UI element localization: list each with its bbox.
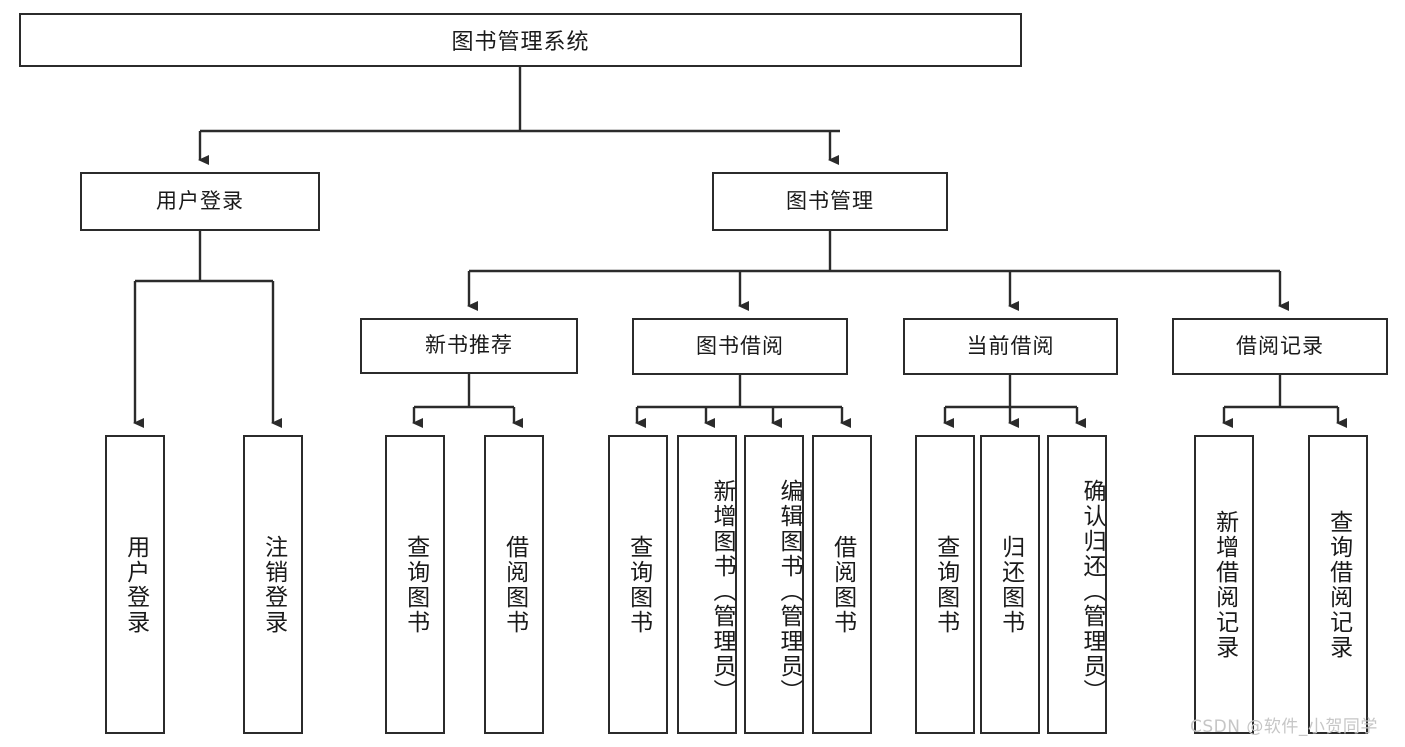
node-book-borrow[interactable]: 图书借阅: [632, 318, 848, 375]
leaf-query-book-recommend[interactable]: 查询图书: [385, 435, 445, 734]
leaf-edit-book-admin[interactable]: 编辑图书（管理员）: [744, 435, 804, 734]
leaf-query-book-borrow[interactable]: 查询图书: [608, 435, 668, 734]
leaf-borrow-book-recommend[interactable]: 借阅图书: [484, 435, 544, 734]
node-user-login[interactable]: 用户登录: [80, 172, 320, 231]
leaf-logout[interactable]: 注销登录: [243, 435, 303, 734]
leaf-query-borrow-record[interactable]: 查询借阅记录: [1308, 435, 1368, 734]
node-root-system[interactable]: 图书管理系统: [19, 13, 1022, 67]
node-current-borrow[interactable]: 当前借阅: [903, 318, 1118, 375]
node-book-management[interactable]: 图书管理: [712, 172, 948, 231]
node-new-book-recommend[interactable]: 新书推荐: [360, 318, 578, 374]
leaf-confirm-return-admin[interactable]: 确认归还（管理员）: [1047, 435, 1107, 734]
leaf-add-borrow-record[interactable]: 新增借阅记录: [1194, 435, 1254, 734]
leaf-borrow-book[interactable]: 借阅图书: [812, 435, 872, 734]
leaf-query-book-current[interactable]: 查询图书: [915, 435, 975, 734]
leaf-user-login[interactable]: 用户登录: [105, 435, 165, 734]
node-borrow-record[interactable]: 借阅记录: [1172, 318, 1388, 375]
leaf-add-book-admin[interactable]: 新增图书（管理员）: [677, 435, 737, 734]
leaf-return-book[interactable]: 归还图书: [980, 435, 1040, 734]
